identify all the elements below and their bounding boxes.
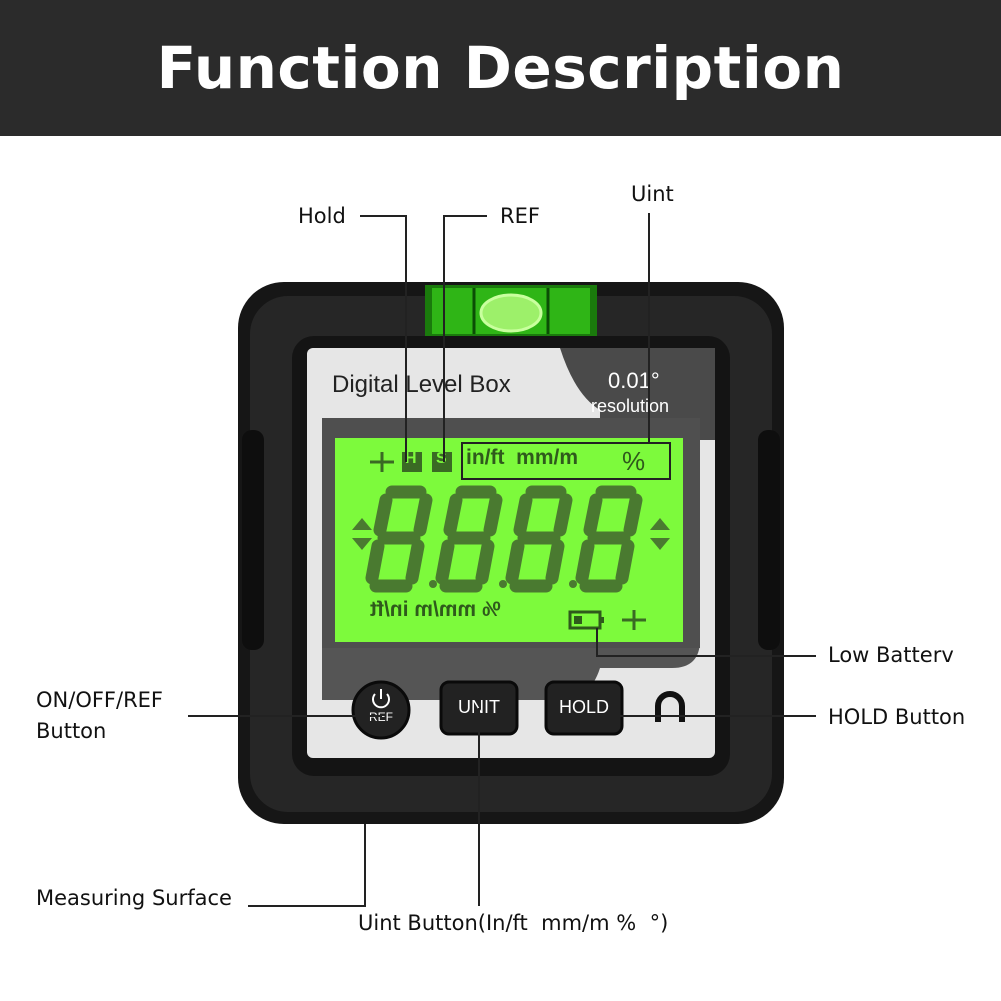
- lcd-digit-segments: [365, 485, 643, 593]
- callout-line-ref-v: [443, 215, 445, 462]
- label-low-battery: Low Batterv: [828, 643, 954, 667]
- lcd-s-icon: S: [436, 450, 447, 467]
- callout-line-unit-v: [648, 213, 650, 443]
- callout-line-surface-h: [248, 905, 366, 907]
- callout-line-hold-button: [590, 715, 816, 717]
- label-unit: Uint: [631, 182, 674, 206]
- label-hold: Hold: [298, 204, 346, 228]
- unit-button-label[interactable]: UNIT: [458, 697, 500, 717]
- label-measuring-surface: Measuring Surface: [36, 886, 232, 910]
- label-on-off-ref-button-line1: ON/OFF/REF: [36, 688, 164, 712]
- callout-line-ref-h: [443, 215, 487, 217]
- bubble: [479, 293, 543, 333]
- hold-button-label[interactable]: HOLD: [558, 697, 609, 717]
- callout-line-hold-h: [360, 215, 406, 217]
- left-grip: [242, 430, 264, 650]
- resolution-label: resolution: [591, 396, 670, 416]
- lcd-percent-top: %: [622, 446, 646, 476]
- right-grip: [758, 430, 780, 650]
- lcd-bottom-units: % mm/m in/ft: [370, 598, 501, 621]
- callout-line-unit-button: [478, 708, 480, 906]
- resolution-value: 0.01°: [608, 368, 660, 393]
- callout-line-battery-h: [596, 655, 816, 657]
- page-title: Function Description: [156, 34, 845, 102]
- power-ref-button-label[interactable]: REF: [369, 710, 393, 724]
- brand-text: Digital Level Box: [332, 371, 511, 398]
- callout-line-power: [188, 715, 382, 717]
- header-banner: Function Description: [0, 0, 1001, 136]
- callout-line-battery-v: [596, 628, 598, 656]
- unit-callout-box: [461, 442, 671, 480]
- hold-button: [544, 680, 624, 736]
- callout-line-hold-v: [405, 215, 407, 462]
- magnet-icon: [655, 691, 685, 722]
- lcd-top-units: in/ft mm/m: [466, 446, 579, 469]
- label-on-off-ref-button-line2: Button: [36, 719, 107, 743]
- callout-line-surface-v: [364, 824, 366, 906]
- label-unit-button: Uint Button(In/ft mm/m % °): [358, 911, 669, 935]
- label-ref: REF: [500, 204, 540, 228]
- label-hold-button: HOLD Button: [828, 705, 966, 729]
- power-ref-button: [351, 680, 411, 740]
- lcd-h-icon: H: [405, 450, 417, 467]
